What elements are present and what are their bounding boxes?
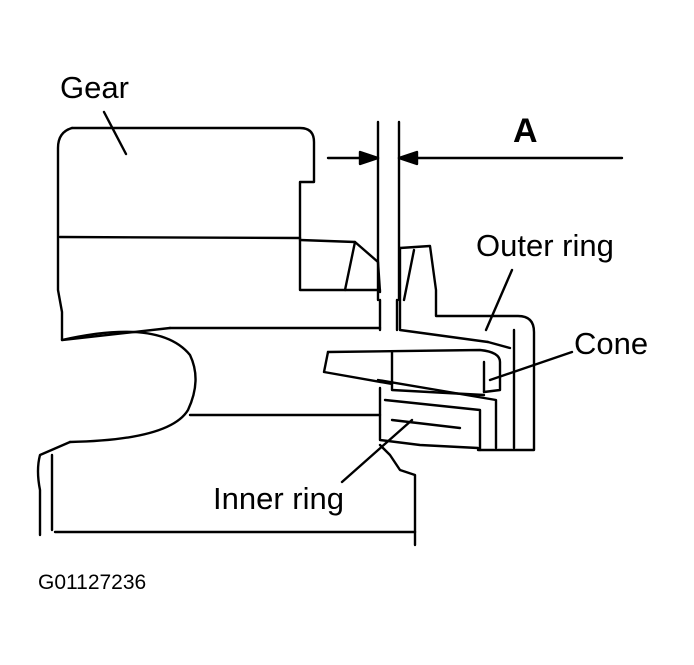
cone (322, 348, 502, 450)
outer-ring (398, 244, 536, 452)
inner-ring (378, 386, 482, 452)
figure-code: G01127236 (38, 571, 147, 594)
gear-leader (102, 110, 128, 156)
cone-label: Cone (574, 326, 649, 361)
outer-ring-label: Outer ring (476, 228, 614, 263)
inner-ring-leader (340, 418, 414, 484)
outer-ring-leader (484, 268, 514, 332)
gear-body (36, 126, 417, 547)
leader-lines (102, 110, 574, 484)
gear-label: Gear (60, 70, 129, 105)
cone-leader (488, 350, 574, 382)
dimension-label: A (513, 112, 538, 150)
dimension-a (326, 120, 624, 332)
inner-ring-label: Inner ring (213, 481, 344, 516)
gear-cone-teeth (298, 238, 382, 294)
